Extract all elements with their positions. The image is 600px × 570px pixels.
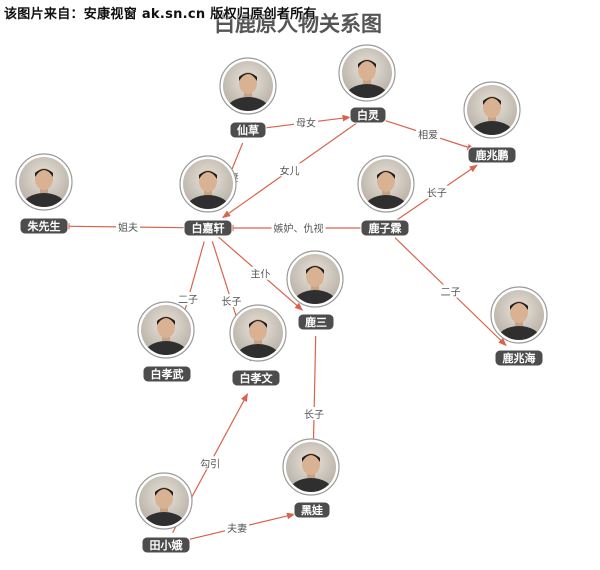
- edge-label: 长子: [221, 296, 241, 308]
- edge-baijiaxuan-zhuxiansheng: 姐夫: [61, 220, 195, 234]
- node-lusan[interactable]: 鹿三: [286, 250, 344, 331]
- node-luzhaopeng[interactable]: 鹿兆鹏: [463, 81, 521, 164]
- name-tag-label: 仙草: [237, 123, 259, 137]
- node-baixiaowu[interactable]: 白孝武: [137, 301, 195, 383]
- name-tag: [19, 217, 69, 235]
- edge-luzilin-baijiaxuan: 嫉妒、仇视: [225, 221, 371, 235]
- edge-label: 相爱: [418, 128, 438, 141]
- name-tag-label: 黑娃: [301, 503, 323, 517]
- person-portrait-icon: [142, 487, 186, 526]
- edge-luzilin-luzhaopeng: 长子: [396, 164, 478, 221]
- name-tag-label: 朱先生: [27, 219, 61, 233]
- edge-label: 长子: [304, 409, 324, 421]
- node-baijiaxuan[interactable]: 白嘉轩: [179, 155, 237, 237]
- name-tag-label: 白孝文: [240, 371, 274, 385]
- name-tag: [349, 106, 387, 124]
- person-portrait-icon: [293, 265, 337, 304]
- node-zhuxiansheng[interactable]: 朱先生: [15, 153, 73, 235]
- person-portrait-icon: [186, 170, 230, 209]
- name-tag-label: 鹿兆鹏: [476, 148, 509, 162]
- edge-label: 二子: [441, 287, 461, 299]
- edge-label-bg: [416, 127, 441, 141]
- edge-label: 姐夫: [118, 221, 138, 234]
- name-tag: [141, 536, 191, 554]
- name-tag-label: 白孝武: [151, 367, 184, 381]
- name-tag: [494, 349, 544, 367]
- edge-label: 女儿: [280, 164, 300, 177]
- edge-label-bg: [294, 115, 318, 129]
- node-heiwa[interactable]: 黑娃: [282, 438, 340, 519]
- edge-label-bg: [176, 292, 200, 306]
- name-tag: [297, 313, 335, 331]
- edge-tianxiaoe-heiwa: 夫妻: [179, 512, 296, 543]
- edge-xiancao-bailing: 母女: [261, 114, 351, 130]
- edge-label: 嫉妒、仇视: [274, 222, 324, 235]
- person-portrait-icon: [22, 168, 66, 207]
- edge-label: 母女: [296, 117, 316, 130]
- name-tag: [183, 219, 233, 237]
- node-luzilin[interactable]: 鹿子霖: [357, 155, 415, 237]
- person-portrait-icon: [144, 316, 188, 355]
- edge-label: 长子: [427, 188, 447, 200]
- edge-label: 夫妻: [227, 522, 247, 535]
- edge-baijiaxuan-lusan: 主仆: [218, 236, 304, 311]
- person-portrait-icon: [497, 301, 541, 340]
- edge-baijiaxuan-baixiaowen: 长子: [211, 241, 252, 362]
- person-portrait-icon: [289, 453, 333, 492]
- watermark-text: 该图片来自：安康视窗 ak.sn.cn 版权归原创者所有: [4, 7, 317, 22]
- edge-label-bg: [271, 221, 326, 234]
- person-portrait-icon: [364, 170, 408, 209]
- edge-label: 二子: [178, 294, 198, 306]
- edge-label-bg: [116, 220, 140, 233]
- edge-label-bg: [302, 407, 326, 420]
- edge-label-bg: [225, 521, 250, 534]
- name-tag-label: 田小娥: [150, 538, 183, 552]
- edge-label-bg: [438, 284, 463, 298]
- name-tag-label: 鹿三: [305, 315, 327, 329]
- name-tag: [231, 369, 281, 387]
- edge-label: 主仆: [251, 269, 271, 281]
- edge-bailing-luzhaopeng: 相爱: [381, 118, 476, 151]
- node-baixiaowen[interactable]: 白孝文: [229, 304, 287, 387]
- person-portrait-icon: [470, 96, 514, 135]
- edge-label-bg: [248, 266, 273, 280]
- name-tag-label: 鹿兆海: [503, 351, 536, 365]
- person-portrait-icon: [236, 319, 280, 358]
- name-tag: [142, 365, 192, 383]
- edge-label: 勾引: [200, 457, 220, 470]
- node-tianxiaoe[interactable]: 田小娥: [135, 472, 193, 554]
- person-portrait-icon: [226, 72, 270, 111]
- node-luzhaohai[interactable]: 鹿兆海: [490, 286, 548, 367]
- diagram-title: 白鹿原人物关系图: [214, 12, 382, 36]
- person-portrait-icon: [345, 59, 389, 98]
- edge-label-bg: [277, 163, 302, 177]
- name-tag: [467, 146, 517, 164]
- name-tag: [293, 501, 331, 519]
- edge-luzilin-luzhaohai: 二子: [394, 237, 507, 347]
- edge-label-bg: [198, 456, 223, 470]
- name-tag-label: 白嘉轩: [192, 221, 225, 235]
- node-xiancao[interactable]: 仙草: [219, 57, 277, 139]
- node-bailing[interactable]: 白灵: [338, 44, 396, 124]
- name-tag-label: 鹿子霖: [369, 221, 402, 235]
- name-tag: [229, 121, 267, 139]
- name-tag: [360, 219, 410, 237]
- edge-bailing-baijiaxuan: 女儿: [222, 122, 357, 219]
- edge-label-bg: [219, 294, 244, 308]
- edge-label-bg: [424, 185, 449, 199]
- name-tag-label: 白灵: [357, 108, 380, 122]
